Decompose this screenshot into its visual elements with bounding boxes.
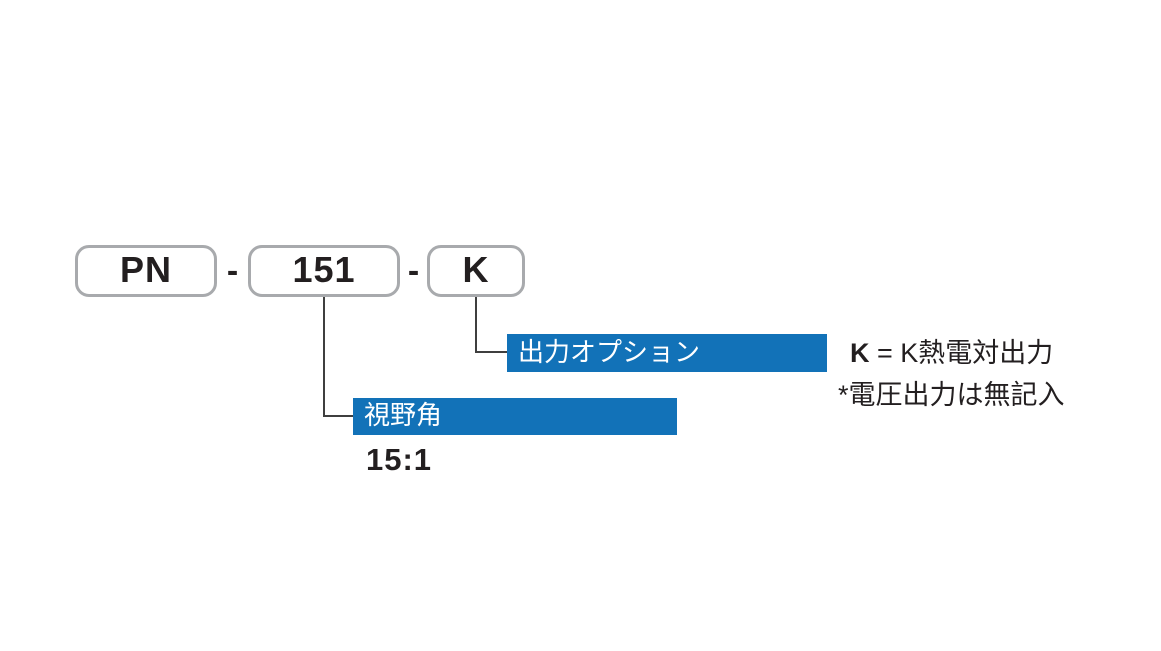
output-option-bar-label: 出力オプション (518, 336, 701, 367)
connector-k-vertical-line (475, 297, 477, 353)
output-option-bar: 出力オプション (507, 334, 827, 372)
model-code-151-label: 151 (292, 249, 356, 290)
connector-151-horizontal-line (323, 415, 353, 417)
output-option-note-line: K = K熱電対出力 (838, 332, 1065, 374)
field-of-view-bar: 視野角 (353, 398, 677, 435)
field-of-view-bar-label: 視野角 (364, 400, 443, 430)
output-option-code: K (850, 338, 870, 368)
field-of-view-value: 15:1 (366, 442, 433, 477)
model-code-separator-2: - (407, 252, 420, 290)
model-code-pn-label: PN (119, 249, 172, 290)
model-code-k-label: K (462, 249, 490, 290)
output-option-description: = K熱電対出力 (869, 338, 1054, 368)
output-option-note: K = K熱電対出力 *電圧出力は無記入 (838, 332, 1065, 416)
connector-151-vertical-line (323, 297, 325, 417)
output-option-footnote: *電圧出力は無記入 (838, 380, 1065, 410)
model-code-separator-1: - (226, 252, 239, 290)
connector-k-horizontal-line (475, 351, 507, 353)
model-code-box-k: K (427, 245, 525, 297)
model-code-box-151: 151 (248, 245, 400, 297)
model-code-box-pn: PN (75, 245, 217, 297)
